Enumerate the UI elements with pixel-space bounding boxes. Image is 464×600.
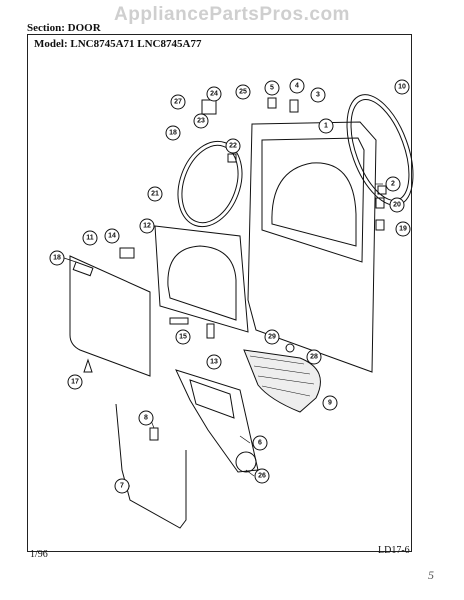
svg-text:25: 25 xyxy=(239,89,247,96)
callout-26: 26 xyxy=(254,468,270,484)
svg-text:10: 10 xyxy=(398,84,406,91)
svg-text:2: 2 xyxy=(391,181,395,188)
callout-29: 29 xyxy=(264,329,280,345)
svg-text:29: 29 xyxy=(268,334,276,341)
callout-9: 9 xyxy=(322,395,338,411)
callout-5: 5 xyxy=(264,80,280,96)
lint-screen xyxy=(243,349,321,413)
svg-text:13: 13 xyxy=(210,359,218,366)
callout-17: 17 xyxy=(67,374,83,390)
svg-text:7: 7 xyxy=(120,483,124,490)
svg-text:1: 1 xyxy=(324,123,328,130)
inner-door-frame xyxy=(154,225,249,333)
callout-25: 25 xyxy=(235,84,251,100)
svg-text:18: 18 xyxy=(169,130,177,137)
callout-11: 11 xyxy=(82,230,98,246)
door-outer-panel xyxy=(247,121,377,373)
svg-text:27: 27 xyxy=(174,99,182,106)
model-label: Model: LNC8745A71 LNC8745A77 xyxy=(34,38,202,50)
callout-10: 10 xyxy=(394,79,410,95)
callout-3: 3 xyxy=(310,87,326,103)
callout-1: 1 xyxy=(318,118,334,134)
callout-8: 8 xyxy=(138,410,154,426)
callout-24: 24 xyxy=(206,86,222,102)
svg-text:12: 12 xyxy=(143,223,151,230)
callout-12: 12 xyxy=(139,218,155,234)
lint-duct xyxy=(175,369,259,473)
callout-20: 20 xyxy=(389,197,405,213)
section-title: Section: DOOR xyxy=(27,22,101,34)
svg-text:23: 23 xyxy=(197,118,205,125)
callout-19: 19 xyxy=(395,221,411,237)
callout-21: 21 xyxy=(147,186,163,202)
footer-date: 1/96 xyxy=(30,549,48,560)
svg-text:9: 9 xyxy=(328,400,332,407)
svg-text:24: 24 xyxy=(210,91,218,98)
svg-text:17: 17 xyxy=(71,379,79,386)
svg-text:15: 15 xyxy=(179,334,187,341)
svg-text:19: 19 xyxy=(399,226,407,233)
callout-15: 15 xyxy=(175,329,191,345)
svg-text:4: 4 xyxy=(295,83,299,90)
callout-13: 13 xyxy=(206,354,222,370)
footer-code: LD17-6 xyxy=(378,545,410,556)
callout-22: 22 xyxy=(225,138,241,154)
callout-27: 27 xyxy=(170,94,186,110)
callout-18b: 18 xyxy=(165,125,181,141)
svg-text:11: 11 xyxy=(86,235,94,242)
svg-text:22: 22 xyxy=(229,143,237,150)
callout-18a: 18 xyxy=(49,250,65,266)
svg-text:26: 26 xyxy=(258,473,266,480)
svg-text:14: 14 xyxy=(108,233,116,240)
callout-7: 7 xyxy=(114,478,130,494)
svg-text:18: 18 xyxy=(53,255,61,262)
callout-2: 2 xyxy=(385,176,401,192)
margin-mark: 5 xyxy=(428,568,434,582)
watermark: AppliancePartsPros.com xyxy=(114,4,350,25)
svg-text:20: 20 xyxy=(393,202,401,209)
callout-14: 14 xyxy=(104,228,120,244)
svg-text:8: 8 xyxy=(144,415,148,422)
door-trim-panel xyxy=(69,255,151,377)
svg-text:3: 3 xyxy=(316,92,320,99)
diagram-frame xyxy=(27,34,412,552)
callout-4: 4 xyxy=(289,78,305,94)
door-glass-ring xyxy=(177,140,243,228)
callout-23: 23 xyxy=(193,113,209,129)
svg-text:5: 5 xyxy=(270,85,274,92)
svg-text:28: 28 xyxy=(310,354,318,361)
callout-28: 28 xyxy=(306,349,322,365)
wire-harness xyxy=(115,403,187,529)
callout-6: 6 xyxy=(252,435,268,451)
svg-text:21: 21 xyxy=(151,191,159,198)
svg-text:6: 6 xyxy=(258,440,262,447)
